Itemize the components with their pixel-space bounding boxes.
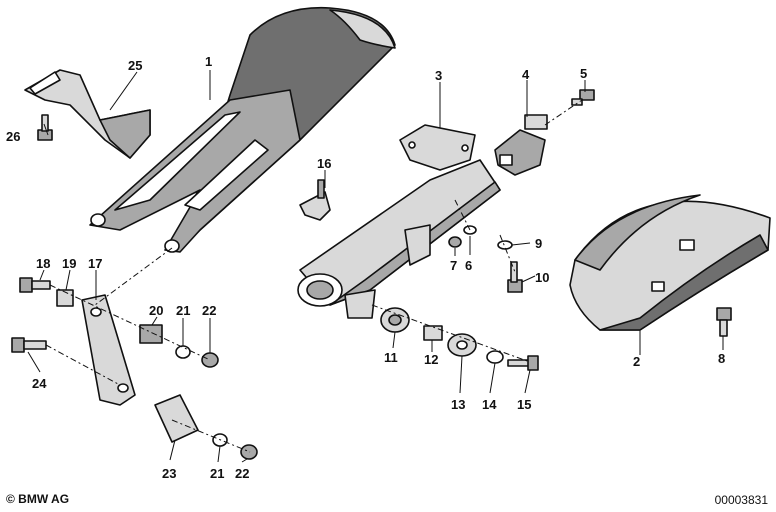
part-8-screw [716, 307, 732, 337]
callout-16: 16 [317, 156, 331, 171]
center-lines [45, 99, 583, 453]
part-17-support-arm [81, 294, 136, 406]
part-14-washer [486, 350, 504, 364]
callout-21: 21 [176, 303, 190, 318]
callout-12: 12 [424, 352, 438, 367]
part-16-lock-pin [299, 179, 331, 221]
callout-5: 5 [580, 66, 587, 81]
copyright-label: © BMW AG [6, 492, 70, 506]
callouts: 1 2 3 4 5 6 7 8 9 10 11 12 13 14 15 16 1… [6, 54, 725, 481]
part-5-screw [571, 89, 595, 106]
part-1-column-shroud [89, 6, 396, 253]
diagram-reference-number: 00003831 [714, 493, 768, 507]
callout-26: 26 [6, 129, 20, 144]
callout-19: 19 [62, 256, 76, 271]
part-21-washer [175, 345, 191, 359]
steering-jacket-tube [297, 159, 501, 319]
part-13-washer [447, 333, 477, 357]
callout-24: 24 [32, 376, 47, 391]
callout-7: 7 [450, 258, 457, 273]
part-19-spacer [56, 289, 74, 307]
part-15-bolt [507, 355, 539, 371]
callout-21-lower: 21 [210, 466, 224, 481]
callout-15: 15 [517, 397, 531, 412]
part-22b-nut [240, 444, 258, 460]
part-23-plate [154, 394, 199, 443]
leader-lines [27, 70, 724, 463]
part-20-bushing [139, 324, 163, 344]
callout-2: 2 [633, 354, 640, 369]
part-22-nut [201, 352, 219, 368]
callout-10: 10 [535, 270, 549, 285]
callout-8: 8 [718, 351, 725, 366]
part-4-switch [494, 114, 548, 176]
callout-13: 13 [451, 397, 465, 412]
callout-9: 9 [535, 236, 542, 251]
callout-22: 22 [202, 303, 216, 318]
callout-4: 4 [522, 67, 530, 82]
callout-17: 17 [88, 256, 102, 271]
callout-25: 25 [128, 58, 142, 73]
part-25-bracket [24, 69, 151, 159]
part-18-bolt [19, 277, 51, 293]
callout-20: 20 [149, 303, 163, 318]
part-7-nut [448, 236, 462, 248]
part-26-screw [37, 114, 53, 141]
part-11-bushing [380, 307, 410, 333]
callout-23: 23 [162, 466, 176, 481]
part-24-bolt [11, 337, 47, 353]
callout-22-lower: 22 [235, 466, 249, 481]
callout-3: 3 [435, 68, 442, 83]
part-10-bolt [507, 261, 523, 293]
callout-11: 11 [384, 350, 398, 365]
callout-6: 6 [465, 258, 472, 273]
part-12-sleeve [423, 325, 443, 341]
part-3-mounting-bracket [399, 124, 476, 171]
part-9-washer [497, 240, 513, 250]
callout-18: 18 [36, 256, 50, 271]
callout-1: 1 [205, 54, 212, 69]
callout-14: 14 [482, 397, 497, 412]
part-2-lower-cover [569, 194, 771, 331]
